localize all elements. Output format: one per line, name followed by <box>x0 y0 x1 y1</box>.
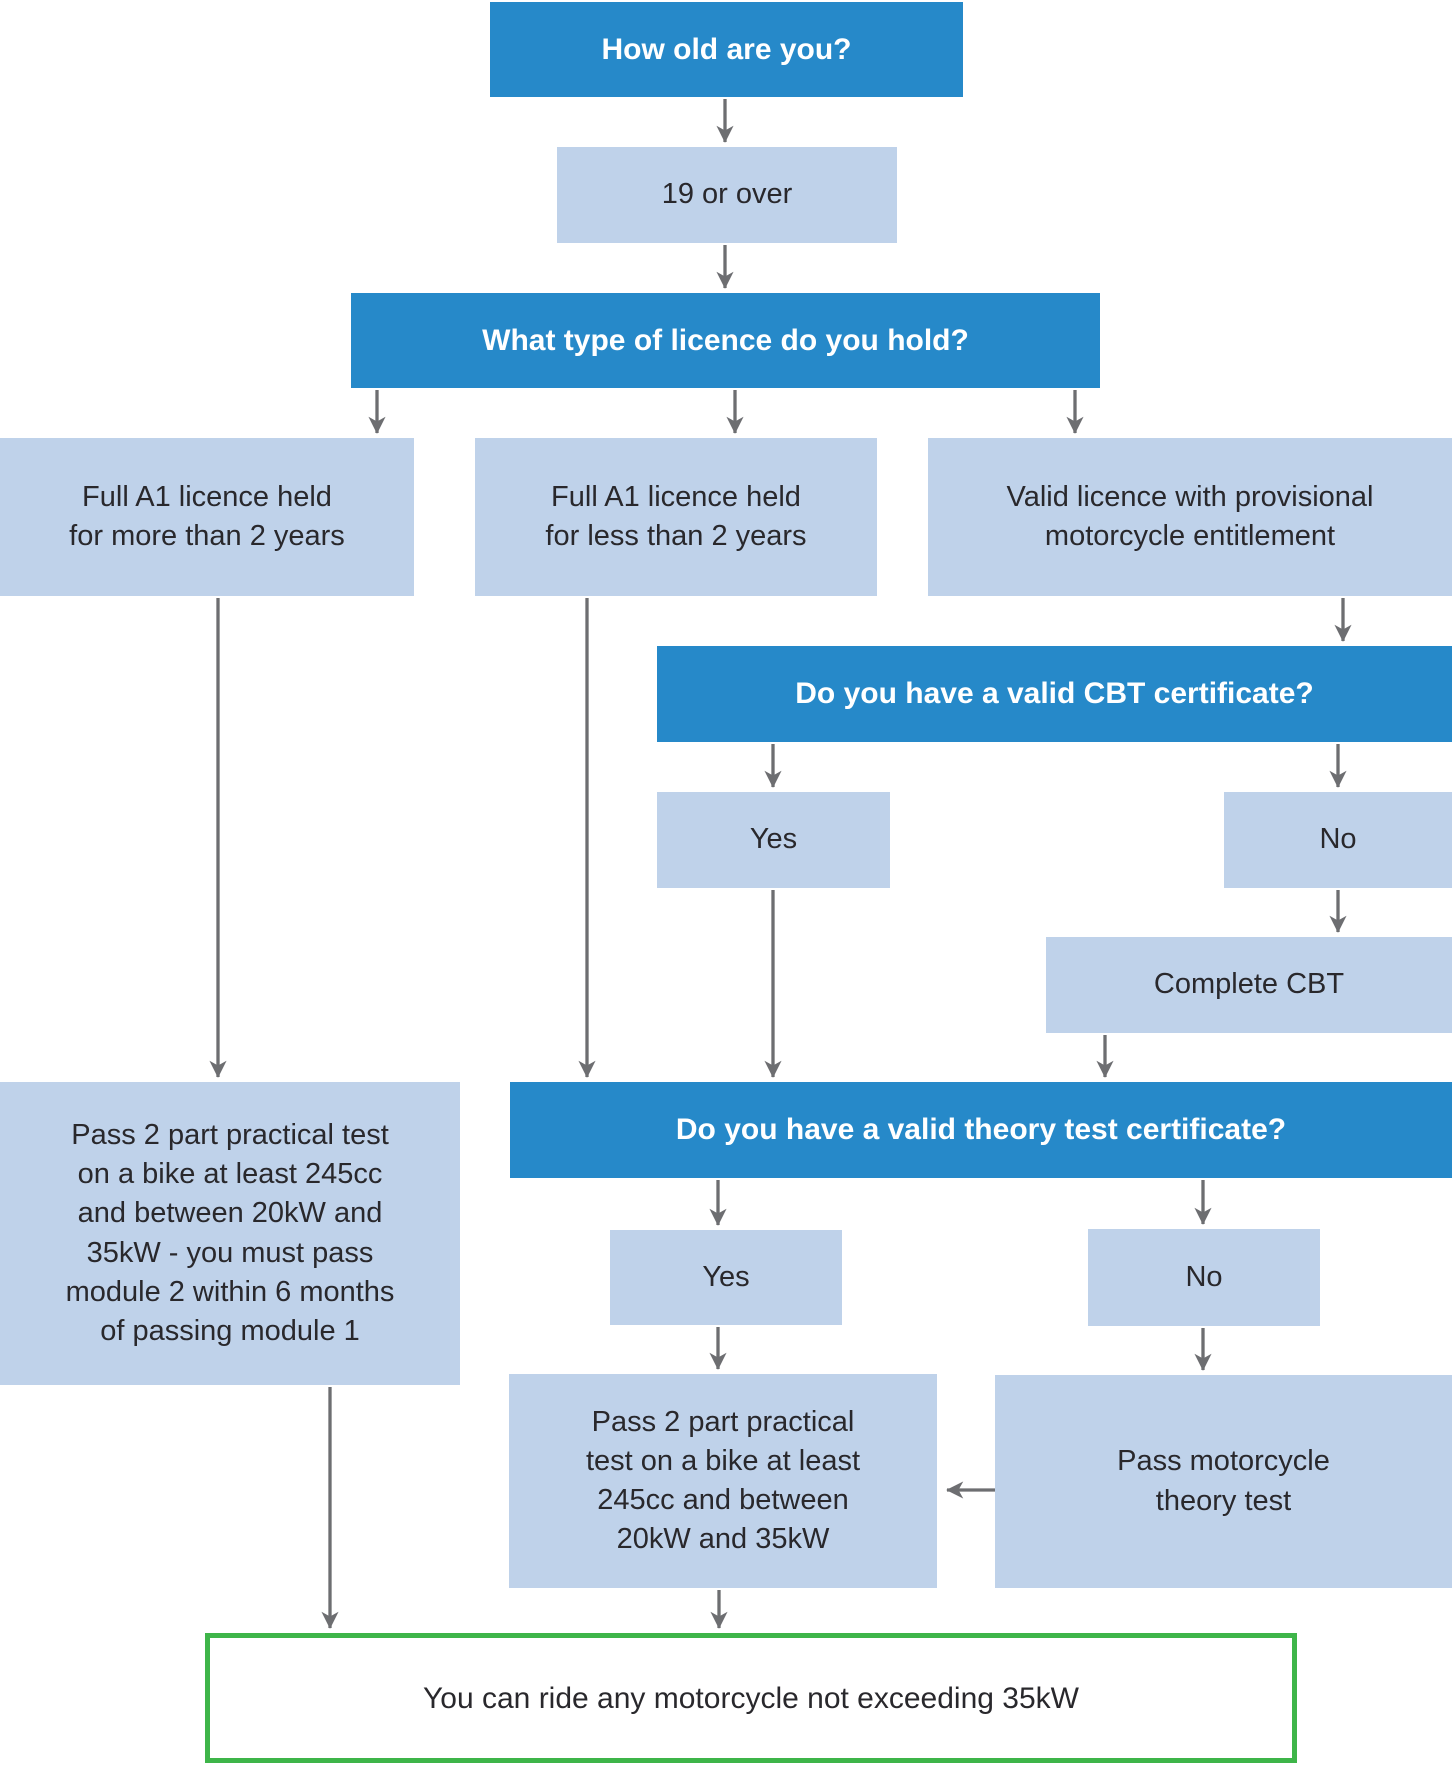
node-theory-yes: Yes <box>610 1230 842 1325</box>
node-cbt-yes: Yes <box>657 792 890 888</box>
node-pass-motorcycle-theory-test: Pass motorcycle theory test <box>995 1375 1452 1588</box>
node-19-or-over: 19 or over <box>557 147 897 243</box>
node-how-old-are-you: How old are you? <box>490 2 963 97</box>
node-cbt-no: No <box>1224 792 1452 888</box>
node-what-type-of-licence: What type of licence do you hold? <box>351 293 1100 388</box>
node-theory-no: No <box>1088 1229 1320 1326</box>
node-provisional-entitlement: Valid licence with provisional motorcycl… <box>928 438 1452 596</box>
node-practical-test-modules: Pass 2 part practical test on a bike at … <box>0 1082 460 1385</box>
node-full-a1-more-2-years: Full A1 licence held for more than 2 yea… <box>0 438 414 596</box>
node-complete-cbt: Complete CBT <box>1046 937 1452 1033</box>
node-valid-cbt-question: Do you have a valid CBT certificate? <box>657 646 1452 742</box>
node-full-a1-less-2-years: Full A1 licence held for less than 2 yea… <box>475 438 877 596</box>
node-valid-theory-question: Do you have a valid theory test certific… <box>510 1082 1452 1178</box>
node-practical-test: Pass 2 part practical test on a bike at … <box>509 1374 937 1588</box>
node-outcome-ride-35kw: You can ride any motorcycle not exceedin… <box>205 1633 1297 1763</box>
